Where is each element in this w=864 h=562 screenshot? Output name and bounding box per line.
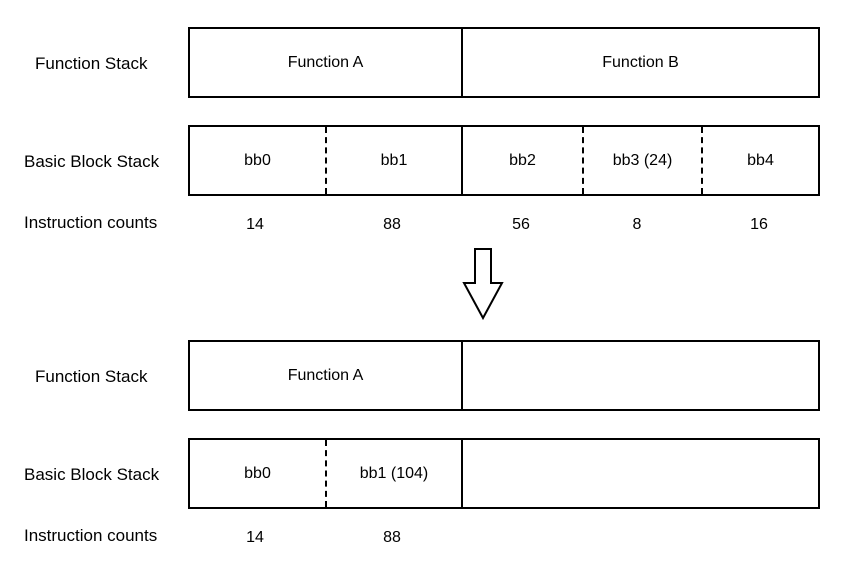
function-a-cell: Function A — [190, 342, 463, 409]
top-function-stack-label: Function Stack — [35, 54, 148, 73]
empty-function-cell — [463, 342, 818, 409]
block-bb1-label: bb1 — [380, 151, 408, 169]
block-bb4-cell: bb4 — [703, 127, 818, 194]
block-bb3-cell: bb3 (24) — [584, 127, 703, 194]
function-a-label: Function A — [287, 53, 364, 71]
count-bb2: 56 — [512, 216, 530, 233]
bottom-basic-block-stack: bb0 bb1 (104) — [188, 438, 820, 509]
count-bb1: 88 — [383, 529, 401, 546]
function-b-cell: Function B — [463, 29, 818, 96]
bottom-function-stack: Function A — [188, 340, 820, 411]
block-bb4-label: bb4 — [747, 151, 774, 169]
block-bb1-cell: bb1 — [327, 127, 463, 194]
bottom-instruction-counts-label: Instruction counts — [24, 526, 158, 545]
block-bb3-label: bb3 (24) — [612, 151, 673, 169]
top-basic-block-stack: bb0 bb1 bb2 bb3 (24) bb4 — [188, 125, 820, 196]
block-bb2-cell: bb2 — [463, 127, 584, 194]
top-basic-block-stack-label: Basic Block Stack — [24, 152, 160, 171]
count-bb4: 16 — [750, 216, 768, 233]
empty-block-cell — [463, 440, 818, 507]
block-bb1-label: bb1 (104) — [359, 464, 429, 482]
down-arrow-icon — [462, 248, 504, 321]
count-bb3: 8 — [632, 216, 642, 233]
bottom-function-stack-label: Function Stack — [35, 367, 148, 386]
block-bb0-label: bb0 — [244, 151, 271, 169]
count-bb0: 14 — [246, 529, 264, 546]
function-a-cell: Function A — [190, 29, 463, 96]
block-bb0-cell: bb0 — [190, 127, 327, 194]
bottom-basic-block-stack-label: Basic Block Stack — [24, 465, 160, 484]
function-a-label: Function A — [287, 366, 364, 384]
count-bb0: 14 — [246, 216, 264, 233]
block-bb1-cell: bb1 (104) — [327, 440, 463, 507]
block-bb0-label: bb0 — [244, 464, 271, 482]
function-b-label: Function B — [602, 53, 679, 71]
top-function-stack: Function A Function B — [188, 27, 820, 98]
count-bb1: 88 — [383, 216, 401, 233]
top-instruction-counts-label: Instruction counts — [24, 213, 158, 232]
block-bb2-label: bb2 — [509, 151, 536, 169]
block-bb0-cell: bb0 — [190, 440, 327, 507]
